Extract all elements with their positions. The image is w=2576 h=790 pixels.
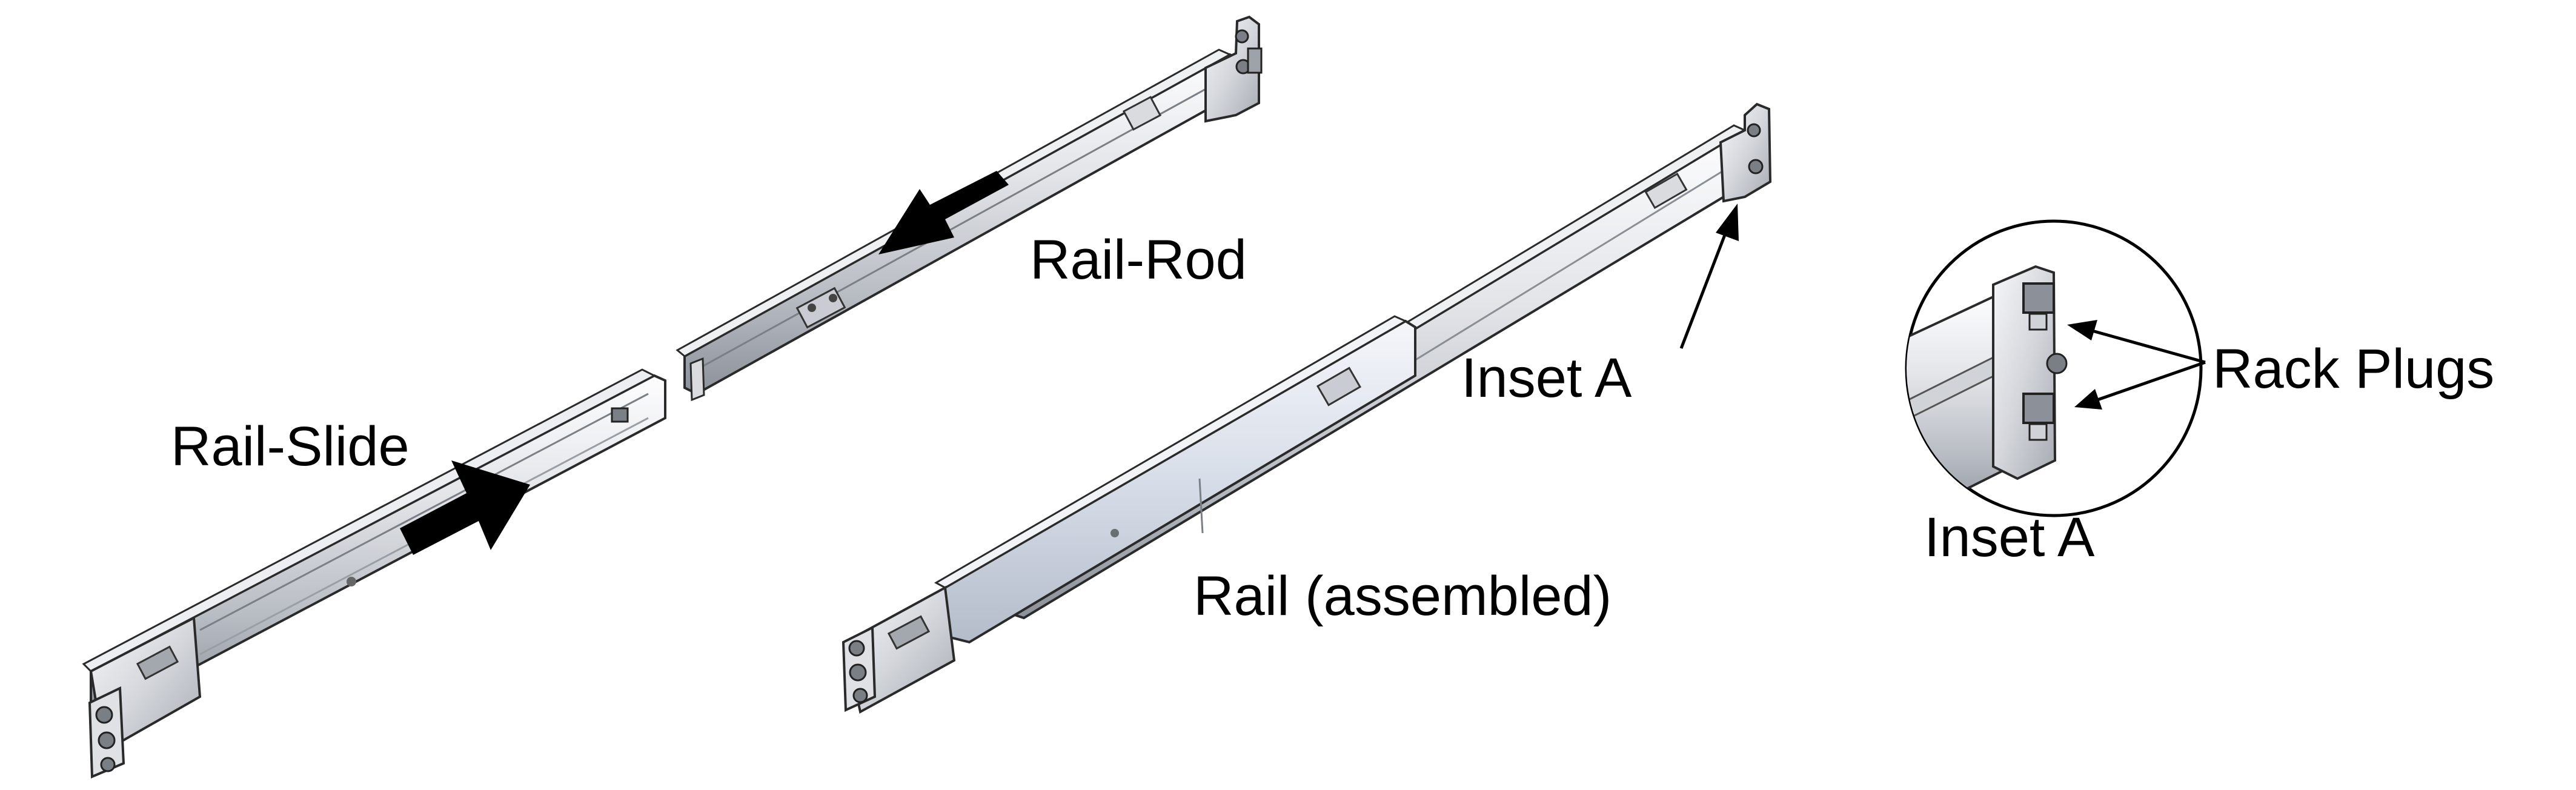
arrow-left-icon (878, 171, 1009, 254)
rail-slide-front-bracket (88, 616, 202, 778)
rail-rod-rear-bracket (1204, 15, 1263, 123)
rack-plug-bottom (2022, 393, 2055, 424)
rail-rod-body (683, 53, 1242, 396)
inset-a-pointer-arrow (1679, 204, 1739, 349)
rail-assembled-label: Rail (assembled) (1193, 565, 1612, 627)
inset-a-detail (1905, 219, 2203, 517)
rail-assembled-front-bracket (842, 585, 956, 714)
rail-slide-top-flange (82, 368, 657, 672)
rack-plug-top (2022, 282, 2055, 314)
rail-slide (82, 368, 666, 778)
rack-plugs-label: Rack Plugs (2213, 338, 2494, 400)
rail-assembled (842, 102, 1772, 714)
rail-rod-label: Rail-Rod (1030, 229, 1247, 291)
arrow-right-icon (400, 460, 530, 555)
rail-rod (676, 15, 1263, 402)
inset-a-pointer-label: Inset A (1461, 347, 1632, 409)
inset-a-caption: Inset A (1924, 506, 2095, 568)
rail-slide-label: Rail-Slide (171, 416, 410, 477)
rack-plugs-arrows (2067, 320, 2206, 410)
rail-assembled-rear-bracket (1719, 102, 1772, 203)
